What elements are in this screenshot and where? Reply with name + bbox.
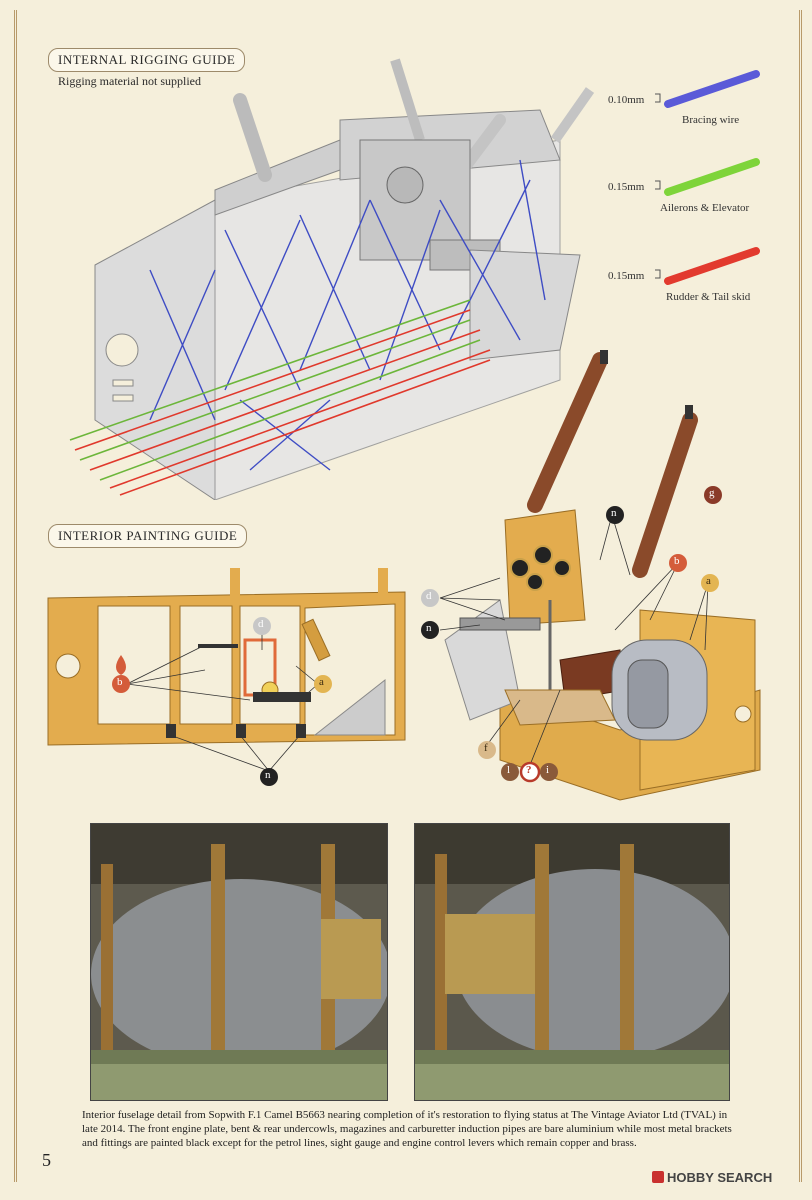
callout-letter-f: f [484, 742, 488, 754]
page-number: 5 [42, 1150, 51, 1170]
wire-size-rudder: 0.15mm [608, 270, 645, 282]
rudder-wire-swatch [664, 247, 760, 285]
callout-letter-b-left: b [117, 676, 123, 688]
callout-f [478, 741, 496, 759]
callout-letter-a-right: a [706, 575, 711, 587]
rigging-illustration [69, 58, 595, 500]
callout-b-right [669, 554, 687, 572]
wire-name-rudder: Rudder & Tail skid [666, 291, 751, 303]
side-frame-illustration [47, 568, 406, 772]
callout-i [540, 763, 558, 781]
wire-swatches [655, 70, 760, 285]
callout-d-right [421, 589, 439, 607]
callout-letter-n-left: n [265, 769, 271, 781]
callout-a-left [314, 675, 332, 693]
wire-name-ailerons: Ailerons & Elevator [660, 202, 750, 214]
rigging-guide-title: INTERNAL RIGGING GUIDE [48, 48, 246, 72]
page-border [14, 10, 802, 1182]
callout-n-top [606, 506, 624, 524]
callout-g [704, 486, 722, 504]
wire-size-ailerons: 0.15mm [608, 181, 645, 193]
callout-n-left [260, 768, 278, 786]
callout-letter-l: l [507, 764, 511, 776]
painting-guide-title: INTERIOR PAINTING GUIDE [48, 524, 248, 548]
rigging-note: Rigging material not supplied [58, 74, 201, 88]
callout-letter-question: ? [526, 764, 532, 776]
watermark: HOBBY SEARCH [652, 1170, 772, 1185]
cockpit-photo-right [414, 823, 730, 1101]
callout-letter-a-left: a [319, 676, 324, 688]
callout-d-left [253, 617, 271, 635]
bracing-wire-swatch [664, 70, 760, 108]
callout-question [519, 761, 541, 783]
wire-size-bracing: 0.10mm [608, 94, 645, 106]
watermark-text: HOBBY SEARCH [667, 1170, 773, 1185]
photo-caption: Interior fuselage detail from Sopwith F.… [82, 1109, 732, 1149]
watermark-logo-icon [652, 1171, 664, 1183]
paint-callouts [112, 486, 722, 786]
callout-letter-n-top: n [611, 507, 617, 519]
callout-b-left [112, 655, 130, 693]
callout-letter-g: g [709, 487, 715, 499]
cockpit-3d-illustration [439, 350, 761, 801]
callout-letter-n-right: n [426, 622, 432, 634]
callout-n-right [421, 621, 439, 639]
ailerons-wire-swatch [664, 158, 760, 196]
callout-letter-d-left: d [258, 618, 264, 630]
wire-name-bracing: Bracing wire [682, 114, 740, 126]
callout-a-right [701, 574, 719, 592]
callout-l [501, 763, 519, 781]
cockpit-photo-left [90, 823, 388, 1101]
callout-letter-i: i [546, 764, 550, 776]
callout-letter-b-right: b [674, 555, 680, 567]
callout-letter-d-right: d [426, 590, 432, 602]
